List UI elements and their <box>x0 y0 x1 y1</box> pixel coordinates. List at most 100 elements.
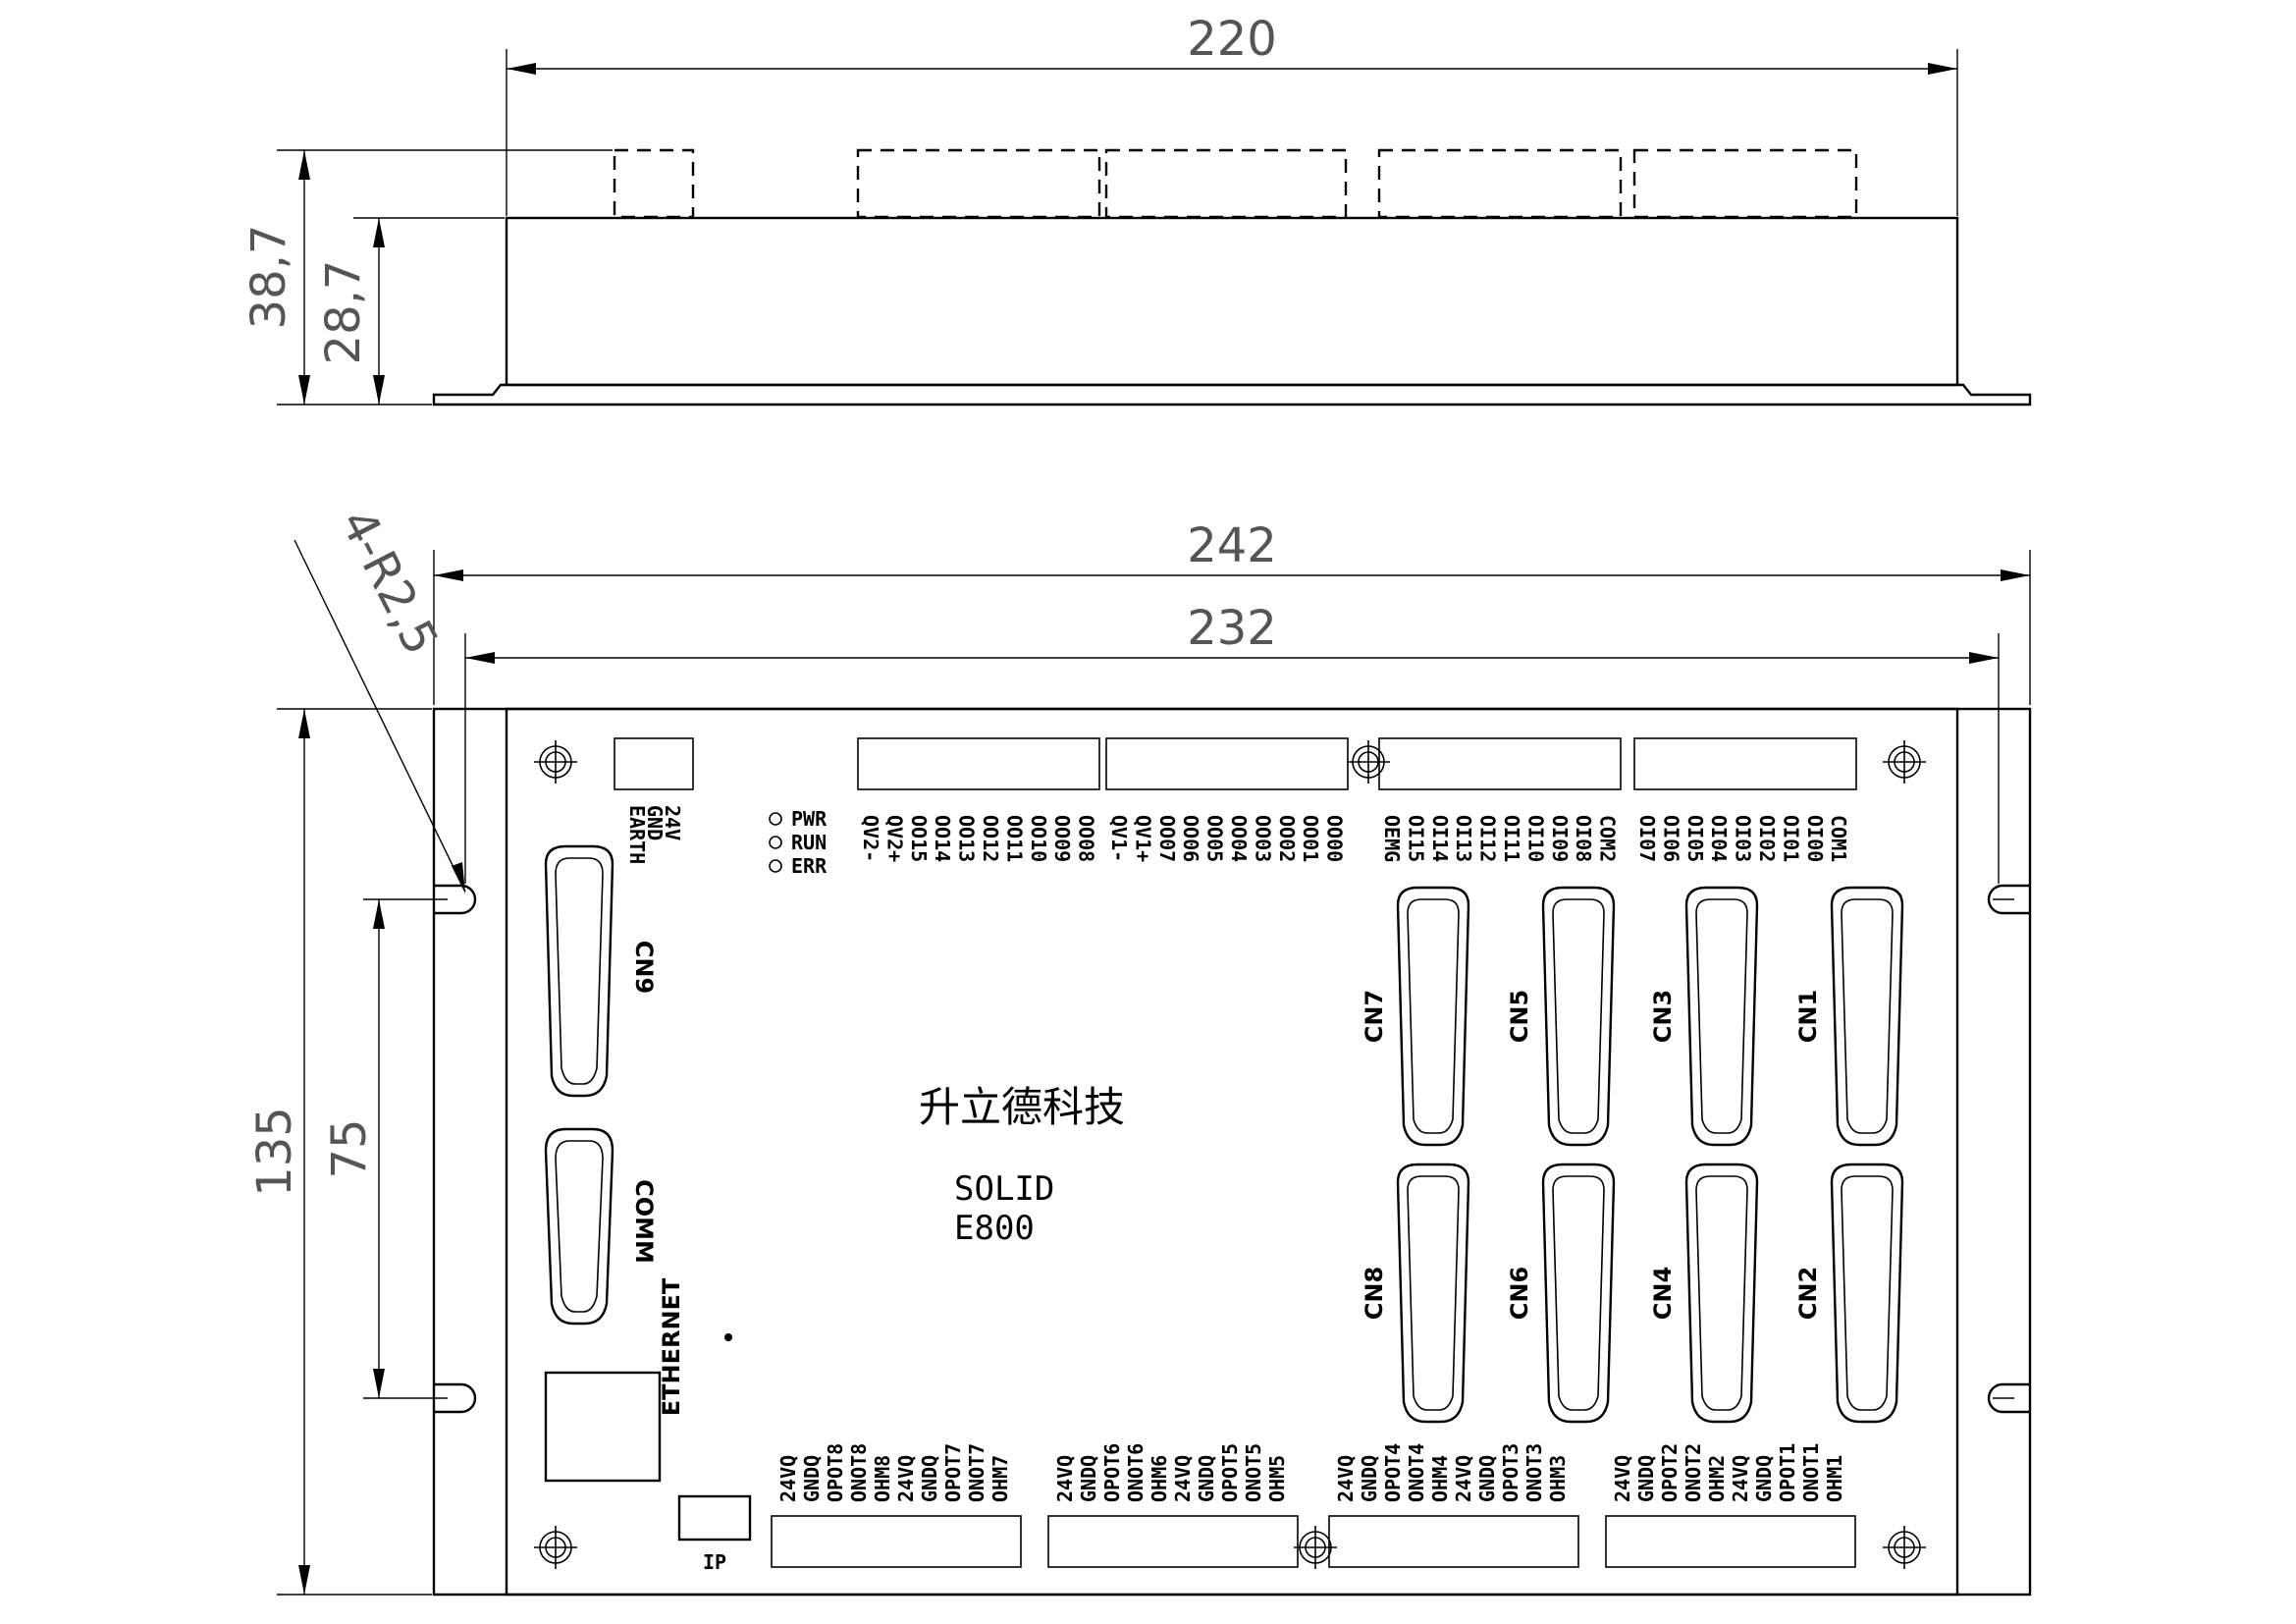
output-pin-label: QV1+ <box>1131 815 1154 862</box>
output-pin-label: OO07 <box>1155 815 1179 862</box>
dim-hole-pitch: 75 <box>322 1118 377 1178</box>
output-pin-label: QV2+ <box>882 815 906 862</box>
axis-pin-label: OPOT6 <box>1100 1443 1124 1502</box>
main-board <box>505 707 1959 1597</box>
led-label: RUN <box>791 831 827 854</box>
axis-pin-label: GNDQ <box>1475 1455 1499 1502</box>
output-pin-label: OO08 <box>1075 815 1098 862</box>
axis-pin-label: OPOT8 <box>824 1443 847 1502</box>
mount-slot-right-lower <box>1987 1382 2030 1414</box>
axis-pin-label: 24VQ <box>894 1455 918 1502</box>
connector-cn5 <box>1541 886 1616 1147</box>
connector-cn4 <box>1684 1163 1759 1424</box>
connector-label: CN3 <box>1649 990 1677 1043</box>
axis-pin-label: OPOT7 <box>941 1443 965 1502</box>
output-pin-label: OO11 <box>1002 815 1026 862</box>
input-pin-label: OI08 <box>1572 815 1595 862</box>
input-pin-label: OI11 <box>1500 815 1523 862</box>
input-pin-label: OI00 <box>1803 815 1827 862</box>
connector-label: CN4 <box>1649 1267 1677 1320</box>
connector-label: CN6 <box>1506 1267 1533 1320</box>
input-pin-label: COM1 <box>1827 815 1850 862</box>
axis-pin-label: ONOT6 <box>1124 1443 1148 1502</box>
input-pin-label: OI12 <box>1476 815 1500 862</box>
model-line-2: E800 <box>954 1209 1035 1248</box>
output-pin-label: OO00 <box>1323 815 1347 862</box>
input-pin-label: OI06 <box>1659 815 1682 862</box>
dim-corner-radius: 4-R2,5 <box>330 501 449 664</box>
side-view: 220 38,7 28,7 <box>241 12 2032 406</box>
screw-icon <box>1294 1526 1337 1569</box>
connector-label: CN5 <box>1506 990 1533 1043</box>
input-pin-label: OI07 <box>1635 815 1659 862</box>
axis-pin-label: OHM8 <box>871 1455 894 1502</box>
screw-icon <box>1347 740 1390 784</box>
connector-inner <box>1841 1175 1894 1411</box>
input-pin-label: OI04 <box>1707 815 1731 862</box>
mount-slot-right-upper <box>1987 884 2030 915</box>
connector-inner <box>1552 1175 1605 1411</box>
connector-inner <box>1407 1175 1460 1411</box>
power-labels: 24V GND EARTH <box>625 805 684 864</box>
connector-inner <box>1841 898 1894 1134</box>
side-connector-4 <box>1377 148 1623 219</box>
connector-label: COMM <box>630 1179 658 1264</box>
dim-outer-width: 242 <box>1187 518 1277 573</box>
connector-inner <box>1695 1175 1748 1411</box>
input-pin-label: OI14 <box>1428 815 1452 862</box>
output-pin-label: OO06 <box>1179 815 1202 862</box>
axis-pin-label: OPOT5 <box>1218 1443 1242 1502</box>
axis-pin-label: GNDQ <box>918 1455 941 1502</box>
connector-label: CN9 <box>630 941 658 994</box>
connector-label: CN7 <box>1361 990 1388 1043</box>
input-pin-label: OI10 <box>1523 815 1547 862</box>
input-pin-label: OI09 <box>1548 815 1572 862</box>
top-view: 242 232 4-R2,5 135 75 <box>247 501 2032 1597</box>
led-label: PWR <box>791 807 828 831</box>
connector-cn8 <box>1396 1163 1470 1424</box>
model-line-1: SOLID <box>954 1169 1054 1209</box>
axis-pin-label: ONOT2 <box>1682 1443 1705 1502</box>
screw-icon <box>1883 1526 1926 1569</box>
input-pin-label: OI15 <box>1404 815 1427 862</box>
input-pin-label: OI13 <box>1452 815 1475 862</box>
screw-icon <box>534 1526 577 1569</box>
power-label: 24V <box>661 805 684 840</box>
dim-width-top: 220 <box>1187 12 1277 67</box>
terminal-axis-4 <box>1605 1515 1856 1568</box>
ethernet-port <box>544 1371 662 1483</box>
screw-icon <box>1883 740 1926 784</box>
axis-pin-label: GNDQ <box>1077 1455 1100 1502</box>
side-connector-1 <box>613 148 695 219</box>
axis-pin-label: ONOT7 <box>965 1443 988 1502</box>
input-pin-label: OI05 <box>1683 815 1707 862</box>
output-pin-label: OO02 <box>1275 815 1299 862</box>
led-label: ERR <box>791 854 828 878</box>
output-pin-label: OO10 <box>1027 815 1050 862</box>
axis-pin-label: OPOT2 <box>1658 1443 1682 1502</box>
connector-inner <box>1695 898 1748 1134</box>
axis-pin-label: GNDQ <box>1358 1455 1381 1502</box>
axis-pin-label: 24VQ <box>1452 1455 1475 1502</box>
side-body <box>505 216 1959 387</box>
axis-pin-label: OHM2 <box>1705 1455 1729 1502</box>
axis-pin-label: OHM5 <box>1265 1455 1289 1502</box>
axis-pin-label: 24VQ <box>1171 1455 1195 1502</box>
led-pwr-icon <box>769 812 782 826</box>
axis-pin-label: 24VQ <box>776 1455 800 1502</box>
axis-pin-label: 24VQ <box>1053 1455 1077 1502</box>
axis-pin-label: OPOT4 <box>1381 1443 1405 1502</box>
terminal-axis-1 <box>771 1515 1022 1568</box>
terminal-in-a <box>1378 737 1622 790</box>
output-pin-label: OO05 <box>1203 815 1227 862</box>
dim-board-height: 135 <box>247 1107 302 1197</box>
indicator-dot-icon <box>724 1333 732 1341</box>
mount-slot-left-lower <box>434 1382 477 1414</box>
